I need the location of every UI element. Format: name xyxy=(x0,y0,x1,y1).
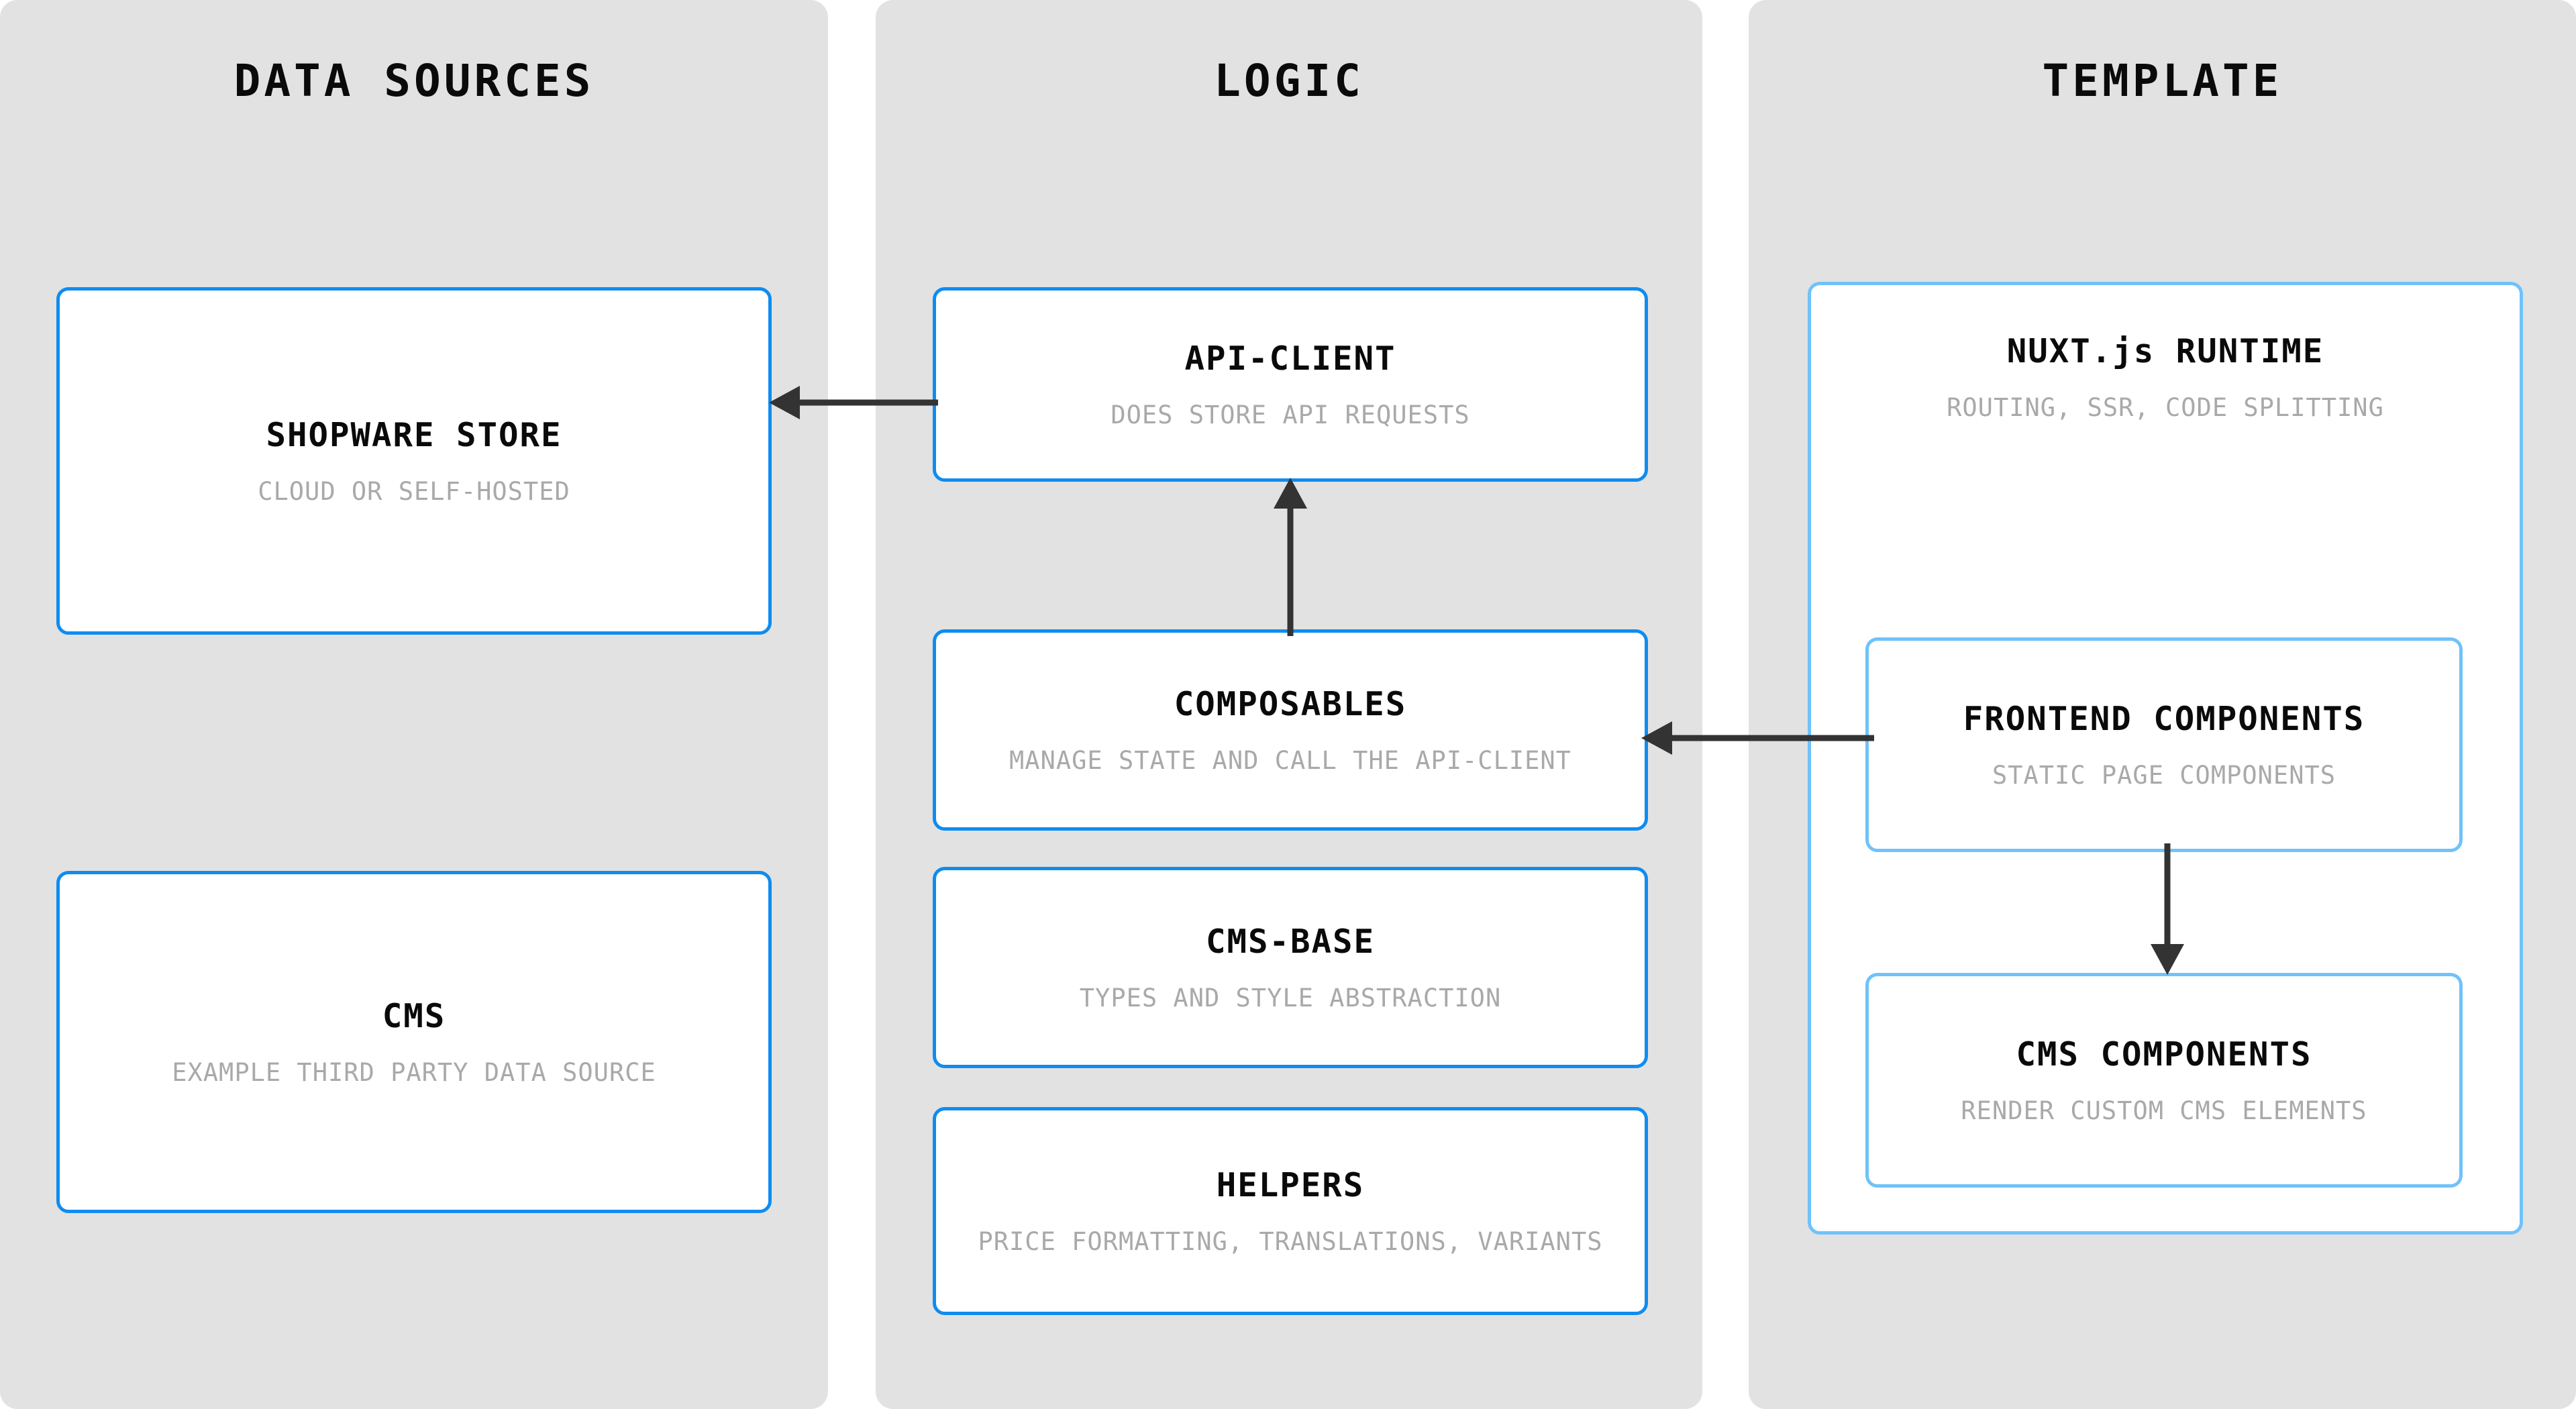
node-subtitle-frontend-components: STATIC PAGE COMPONENTS xyxy=(1992,761,2336,790)
node-subtitle-composables: MANAGE STATE AND CALL THE API-CLIENT xyxy=(1009,746,1572,775)
node-title-nuxt-runtime: NUXT.js RUNTIME xyxy=(2006,332,2324,370)
node-title-cms-base: CMS-BASE xyxy=(1205,923,1375,961)
node-subtitle-cms-base: TYPES AND STYLE ABSTRACTION xyxy=(1079,984,1502,1012)
node-subtitle-api-client: DOES STORE API REQUESTS xyxy=(1111,401,1470,429)
node-subtitle-cms-components: RENDER CUSTOM CMS ELEMENTS xyxy=(1961,1096,2367,1125)
node-title-cms: CMS xyxy=(382,997,446,1035)
node-subtitle-shopware-store: CLOUD OR SELF-HOSTED xyxy=(258,477,570,506)
node-cms[interactable]: CMS EXAMPLE THIRD PARTY DATA SOURCE xyxy=(56,871,772,1213)
node-title-composables: COMPOSABLES xyxy=(1174,685,1407,723)
lane-title-logic: LOGIC xyxy=(1214,55,1364,107)
node-frontend-components[interactable]: FRONTEND COMPONENTS STATIC PAGE COMPONEN… xyxy=(1865,637,2463,852)
node-subtitle-nuxt-runtime: ROUTING, SSR, CODE SPLITTING xyxy=(1947,393,2384,422)
node-title-shopware-store: SHOPWARE STORE xyxy=(266,416,562,454)
node-subtitle-cms: EXAMPLE THIRD PARTY DATA SOURCE xyxy=(172,1058,656,1087)
node-title-helpers: HELPERS xyxy=(1216,1166,1365,1204)
lane-title-data-sources: DATA SOURCES xyxy=(234,55,595,107)
node-shopware-store[interactable]: SHOPWARE STORE CLOUD OR SELF-HOSTED xyxy=(56,287,772,635)
lane-title-template: TEMPLATE xyxy=(2042,55,2283,107)
node-cms-components[interactable]: CMS COMPONENTS RENDER CUSTOM CMS ELEMENT… xyxy=(1865,973,2463,1188)
node-helpers[interactable]: HELPERS PRICE FORMATTING, TRANSLATIONS, … xyxy=(933,1107,1648,1315)
node-api-client[interactable]: API-CLIENT DOES STORE API REQUESTS xyxy=(933,287,1648,482)
node-cms-base[interactable]: CMS-BASE TYPES AND STYLE ABSTRACTION xyxy=(933,867,1648,1068)
node-composables[interactable]: COMPOSABLES MANAGE STATE AND CALL THE AP… xyxy=(933,629,1648,831)
node-title-cms-components: CMS COMPONENTS xyxy=(2016,1035,2312,1074)
node-title-frontend-components: FRONTEND COMPONENTS xyxy=(1963,700,2365,738)
node-title-api-client: API-CLIENT xyxy=(1184,340,1396,378)
node-subtitle-helpers: PRICE FORMATTING, TRANSLATIONS, VARIANTS xyxy=(978,1227,1603,1256)
